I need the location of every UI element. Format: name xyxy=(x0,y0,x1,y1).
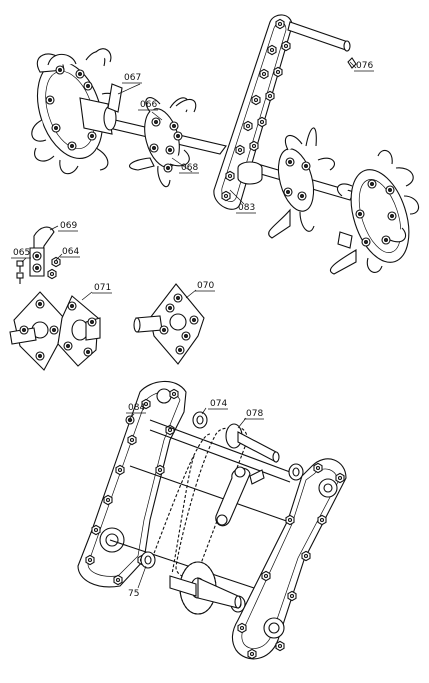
callout-084: 084 xyxy=(126,403,146,414)
svg-text:066: 066 xyxy=(140,100,157,110)
callout-069: 069 xyxy=(58,221,78,232)
svg-text:084: 084 xyxy=(128,403,145,413)
callout-070: 070 xyxy=(195,281,215,292)
callout-068: 068 xyxy=(179,163,199,174)
svg-text:076: 076 xyxy=(356,61,373,71)
bearing-75 xyxy=(140,551,156,569)
svg-text:068: 068 xyxy=(181,163,198,173)
svg-text:065: 065 xyxy=(13,248,30,258)
upper-sprocket xyxy=(225,423,280,463)
svg-text:071: 071 xyxy=(94,283,111,293)
svg-text:069: 069 xyxy=(60,221,77,231)
callout-076: 076 xyxy=(354,61,374,72)
callout-065: 065 xyxy=(11,248,31,259)
bearing-right-top xyxy=(288,463,304,481)
callout-071: 071 xyxy=(92,283,112,294)
callout-066: 066 xyxy=(138,100,158,111)
chain-transmission-assembly: 084 074 078 75 xyxy=(77,380,347,660)
tensioner-bracket xyxy=(215,466,265,527)
svg-text:75: 75 xyxy=(128,589,139,599)
single-tine-flange: 070 xyxy=(133,281,215,365)
tine-blade-detail: 069 065 064 xyxy=(11,221,80,284)
callout-074: 074 xyxy=(208,399,228,410)
right-tine-set xyxy=(268,127,420,275)
svg-text:083: 083 xyxy=(238,203,255,213)
svg-text:067: 067 xyxy=(124,73,141,83)
svg-text:064: 064 xyxy=(62,247,79,257)
chain-case-upper xyxy=(213,14,357,210)
callout-064: 064 xyxy=(60,247,80,258)
bearing-074 xyxy=(192,411,208,429)
callout-083: 083 xyxy=(236,203,256,214)
chain-case-right-half xyxy=(231,458,347,660)
svg-text:070: 070 xyxy=(197,281,214,291)
callout-067: 067 xyxy=(122,73,142,84)
tine-flange-pair: 071 xyxy=(9,283,112,371)
svg-text:078: 078 xyxy=(246,409,263,419)
large-drive-sprocket xyxy=(169,561,242,615)
tine-rotor-assembly: 067 066 068 083 076 xyxy=(31,14,420,275)
callout-078: 078 xyxy=(244,409,264,420)
left-tine-set xyxy=(31,48,123,175)
seal-084 xyxy=(125,415,135,425)
svg-text:074: 074 xyxy=(210,399,227,409)
center-left-tine-set xyxy=(128,97,197,188)
callout-75: 75 xyxy=(128,589,139,599)
